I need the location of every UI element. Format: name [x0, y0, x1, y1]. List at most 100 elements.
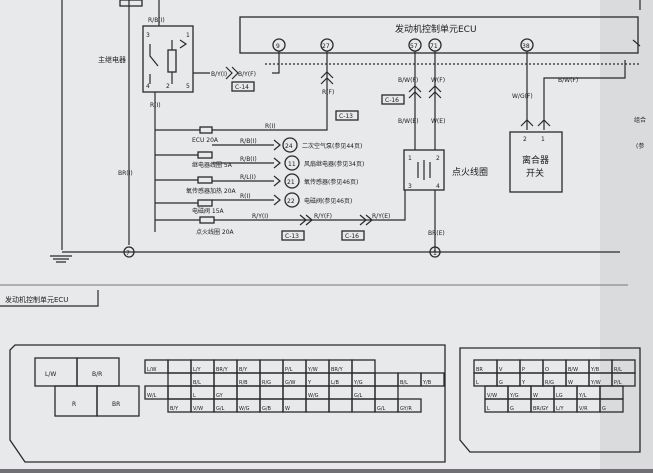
svg-text:27: 27: [322, 43, 330, 50]
connector-cell-label: BR/Y: [331, 367, 344, 373]
svg-text:R/L(I): R/L(I): [240, 174, 256, 181]
connector-cell-label: L: [476, 380, 479, 386]
wire-label-bw-e: B/W(E): [398, 118, 419, 125]
chevron-ry1: [299, 214, 313, 226]
ecu-pin-38: 38: [520, 38, 534, 52]
coil-windings: [417, 160, 431, 180]
svg-text:R/B(I): R/B(I): [240, 156, 257, 163]
section-title-box: [0, 290, 99, 307]
ecu-title: 发动机控制单元ECU: [395, 23, 477, 35]
output-24: R/B(I) 24 二次空气泵(参见44页): [212, 137, 362, 153]
svg-text:B/R: B/R: [92, 371, 102, 378]
ecu-pin-71: 71: [428, 38, 442, 52]
tag-c13b: [281, 230, 305, 241]
connector-cell: [420, 372, 445, 387]
ecu-box: [239, 16, 639, 54]
main-relay-box: [142, 25, 194, 93]
fuse-solenoid: 电磁阀 15A: [155, 199, 225, 215]
svg-text:38: 38: [522, 43, 530, 50]
ground-node-1-text: 1: [433, 250, 437, 257]
tag-c14: [231, 81, 255, 92]
tag-c16a: [381, 94, 405, 105]
tag-c16b: [341, 230, 365, 241]
connector-cell-label: Y/G: [353, 380, 363, 386]
wire-label-r-i: R(I): [265, 123, 276, 130]
coil-pin-1: 1: [408, 155, 412, 162]
ignition-coil-label: 点火线圈: [452, 166, 488, 178]
svg-text:R/B(I): R/B(I): [240, 138, 257, 145]
connector-cell: [259, 359, 284, 374]
connector-cell-label: GY/R: [400, 406, 412, 412]
connector-cell-label: B/Y: [239, 367, 248, 373]
connector-cell-label: BR/Y: [216, 367, 229, 373]
ecu-connector-outline: [9, 344, 446, 463]
wire-bw2: [543, 60, 626, 130]
svg-text:R: R: [72, 401, 76, 408]
connector-cell: [328, 385, 353, 400]
svg-text:二次空气泵(参见44页): 二次空气泵(参见44页): [302, 142, 362, 150]
svg-text:L/W: L/W: [45, 371, 56, 378]
connector-cell: [374, 372, 399, 387]
wire-label-by2: B/Y(F): [238, 71, 256, 78]
svg-text:继电器线圈 5A: 继电器线圈 5A: [192, 161, 233, 169]
wire-label-w-f: W(F): [431, 77, 445, 84]
relay-coil: [167, 49, 177, 73]
wire-label-br-i: BR(I): [118, 170, 133, 177]
connector-cell-label: Y/B: [590, 367, 600, 373]
wire-label-br-e: BR(E): [428, 230, 445, 237]
connector-cell-label: W: [568, 380, 573, 386]
connector-cell-label: P: [522, 367, 525, 373]
connector-chevron-by: [225, 66, 239, 80]
wire-label-ry-f: R/Y(F): [314, 213, 332, 220]
connector-cell-label: Y: [521, 380, 526, 386]
wire-by-to-ecu9: [272, 51, 280, 74]
clutch-label-2: 开关: [526, 167, 544, 179]
connector-cell-label: G: [602, 406, 606, 412]
connector-cell-label: R/B: [239, 380, 248, 386]
ground-node-7: [123, 246, 135, 258]
tag-c13a-text: C-13: [339, 113, 353, 120]
svg-text:R(I): R(I): [240, 193, 251, 200]
svg-text:11: 11: [288, 161, 296, 168]
wire-right-edge: [632, 0, 641, 47]
chevron-w: [428, 85, 442, 99]
section-title: 发动机控制单元ECU: [5, 295, 68, 304]
connector-cell-label: L/Y: [193, 367, 201, 373]
ecu-pin-57: 57: [408, 38, 422, 52]
side-label-2: (参: [636, 142, 644, 150]
connector-cell-label: BR: [476, 367, 483, 373]
tag-c14-text: C-14: [235, 84, 249, 91]
wire-label-rf: R(F): [322, 89, 334, 96]
connector-cell-label: L: [487, 406, 490, 412]
relay-pin-1: 1: [186, 32, 190, 39]
relay-pin-5: 5: [186, 83, 190, 90]
clutch-label-1: 离合器: [522, 154, 549, 166]
connector-cell-label: P/L: [285, 367, 293, 373]
connector-cell-label: BR/GY: [533, 406, 549, 412]
output-11: R/B(I) 11 风扇继电器(参见34页): [212, 155, 364, 171]
connector-cell-label: L/B: [331, 380, 339, 386]
connector-cell: [328, 398, 353, 413]
svg-text:电磁阀(参见46页): 电磁阀(参见46页): [304, 197, 352, 205]
relay-pin-2: 2: [166, 83, 170, 90]
connector-cell-label: Y: [307, 380, 312, 386]
svg-text:BR: BR: [112, 401, 120, 408]
connector-cell-label: Y/G: [509, 393, 519, 399]
tag-c13a: [335, 110, 359, 121]
connector-cell-label: W/L: [147, 393, 157, 399]
connector-cell: [167, 372, 192, 387]
svg-text:24: 24: [285, 143, 293, 150]
ground-node-1: [429, 246, 441, 258]
connector-cell-label: B/Y: [170, 406, 179, 412]
connector-cell-label: R/L: [614, 367, 622, 373]
connector-cell-label: V/W: [193, 406, 203, 412]
connector-cell-label: G/L: [216, 406, 225, 412]
svg-text:氧传感器加热 20A: 氧传感器加热 20A: [186, 187, 237, 195]
wire-label-w-e: W(E): [431, 118, 445, 125]
connector-cell-label: G: [510, 406, 514, 412]
svg-text:57: 57: [410, 43, 418, 50]
ground-symbol: [50, 255, 72, 263]
connector-cell-label: Y/W: [590, 380, 601, 386]
